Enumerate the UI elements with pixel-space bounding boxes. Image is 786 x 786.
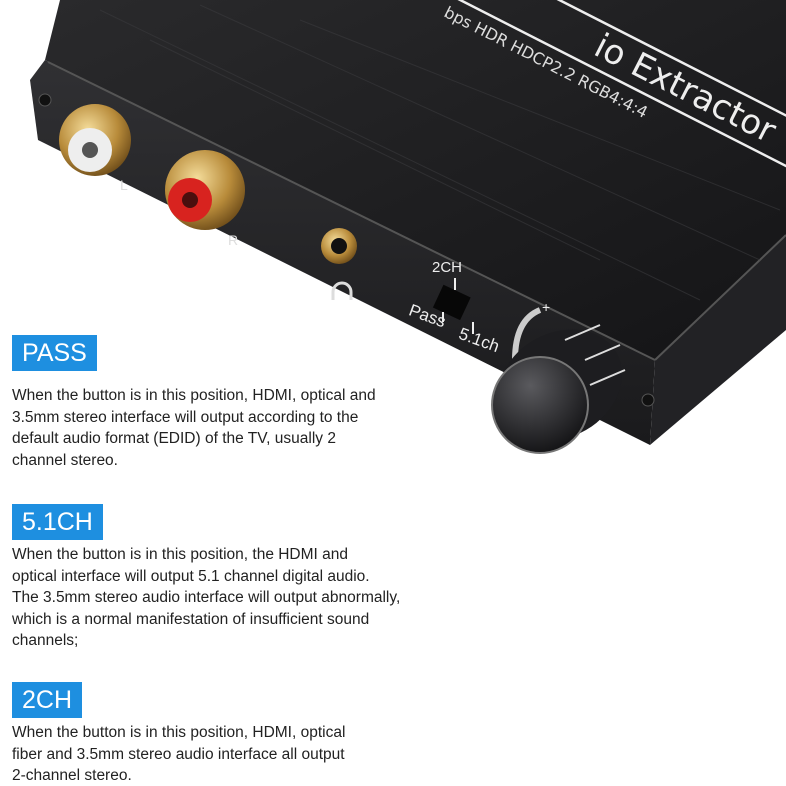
description-2ch: When the button is in this position, HDM… — [12, 724, 346, 784]
badge-5-1ch: 5.1CH — [12, 504, 103, 540]
volume-knob[interactable] — [478, 307, 643, 462]
badge-2ch: 2CH — [12, 682, 83, 718]
headphone-icon — [331, 281, 353, 300]
mode-switch[interactable] — [432, 284, 471, 321]
volume-arc-icon — [512, 307, 542, 361]
volume-plus-label: + — [542, 299, 550, 315]
description-5-1ch: When the button is in this position, the… — [12, 546, 401, 649]
description-pass: When the button is in this position, HDM… — [12, 387, 376, 469]
rca-left-label: L — [120, 177, 128, 193]
rca-right-port — [165, 150, 245, 230]
badge-pass: PASS — [12, 335, 97, 371]
switch-label-2ch: 2CH — [432, 259, 462, 276]
screw-icon — [641, 393, 655, 407]
rca-right-label: R — [228, 232, 238, 248]
screw-icon — [38, 93, 52, 107]
device-top-face — [45, 0, 786, 360]
device-side-face — [650, 235, 786, 445]
headphone-jack — [321, 228, 357, 264]
rca-left-port — [59, 104, 131, 176]
